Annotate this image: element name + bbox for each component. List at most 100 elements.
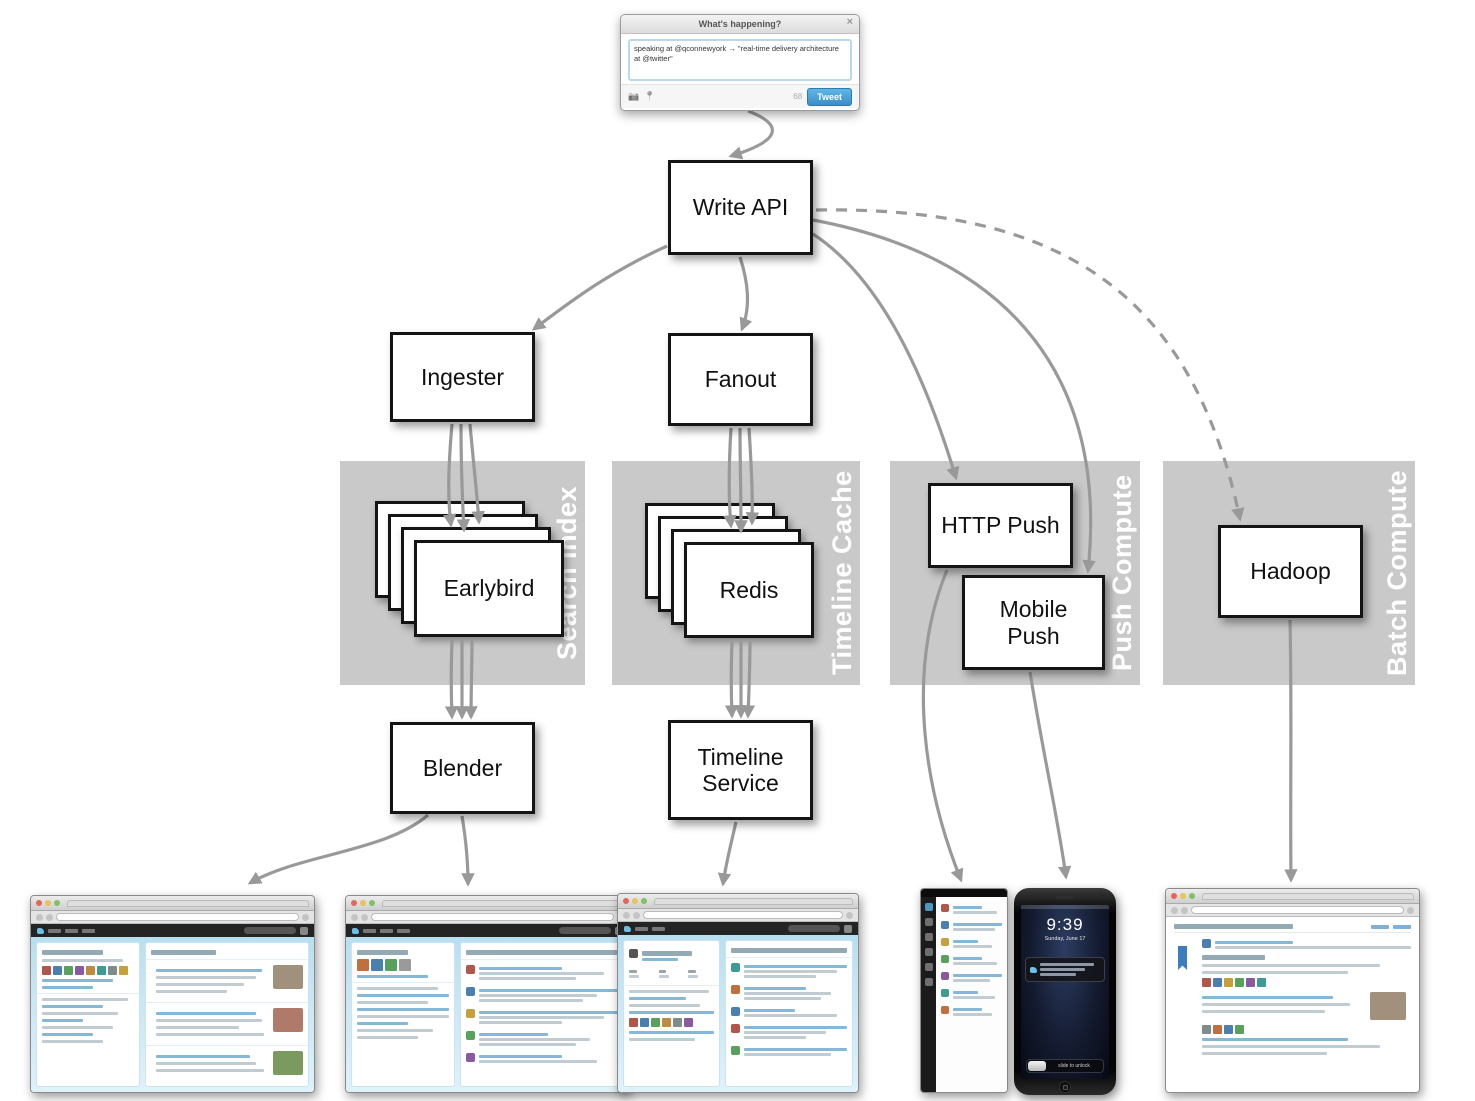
avatar-row (1202, 978, 1406, 987)
zone-label-timeline-cache: Timeline Cache (827, 470, 857, 676)
iphone-statusbar (1021, 905, 1109, 909)
tweet-row (465, 1009, 618, 1026)
tweet-button[interactable]: Tweet (807, 87, 852, 106)
tweet-row (465, 965, 618, 982)
results-panel (459, 942, 624, 1087)
tweets-panel (724, 940, 853, 1087)
ingester-label: Ingester (420, 363, 505, 390)
tweet-row (941, 1006, 1002, 1018)
twitter-bird-icon (624, 925, 631, 932)
tweet-row (730, 1046, 847, 1058)
left-sidebar (351, 942, 455, 1087)
camera-icon[interactable]: 📷 (628, 91, 640, 101)
arrow-writeapi-to-ingester (531, 244, 668, 331)
twitter-page (618, 935, 858, 1092)
mobile-push-label: Mobile Push (999, 596, 1068, 649)
arrow-blender-to-web1 (247, 813, 430, 885)
lockscreen-time: 9:39 (1046, 915, 1084, 934)
story-thumbnail (273, 1008, 303, 1032)
compose-toolbar: 📷 📍 68 Tweet (621, 84, 859, 108)
search-box (244, 927, 296, 934)
browser-addressbar (1166, 904, 1419, 917)
earlybird-cluster: Earlybird (375, 501, 565, 638)
redis-label: Redis (719, 576, 779, 603)
blender-node: Blender (390, 722, 535, 814)
story-item (151, 965, 303, 997)
browser-addressbar (346, 911, 629, 924)
close-window-icon (36, 900, 42, 906)
twitter-web-screenshot-2 (345, 895, 630, 1093)
arrow-mobilepush-to-iphone (1028, 671, 1072, 880)
browser-titlebar (346, 896, 629, 911)
story-thumbnail (273, 965, 303, 989)
twitter-page (346, 937, 629, 1092)
story-thumbnail (1370, 992, 1406, 1020)
tweet-row (941, 938, 1002, 950)
ingester-node: Ingester (390, 332, 535, 422)
twitter-topbar (31, 924, 314, 937)
arrow-compose-to-writeapi (728, 109, 774, 160)
mobile-nav-rail (921, 897, 936, 1092)
twitter-page (31, 937, 314, 1092)
blender-label: Blender (422, 754, 503, 781)
tweet-row (941, 955, 1002, 967)
digest-story (1202, 992, 1406, 1020)
avatar-grid (629, 1018, 714, 1027)
redis-cluster: Redis (645, 503, 817, 639)
arrow-writeapi-to-fanout (738, 256, 753, 332)
hadoop-label: Hadoop (1250, 558, 1331, 585)
twitter-topbar (618, 922, 858, 935)
forward-icon (46, 913, 53, 921)
earlybird-node: Earlybird (414, 540, 564, 637)
twitter-topbar (346, 924, 629, 937)
unlock-knob[interactable] (1028, 1061, 1046, 1071)
tweet-row (941, 921, 1002, 933)
twitter-digest-screenshot (1165, 888, 1420, 1093)
write-api-node: Write API (668, 160, 813, 255)
home-button[interactable] (1059, 1081, 1071, 1093)
story-item (151, 1051, 303, 1076)
close-icon[interactable]: × (846, 16, 853, 28)
earlybird-label: Earlybird (443, 575, 535, 601)
tweet-row (730, 985, 847, 1002)
arrow-blender-to-web2 (460, 815, 475, 887)
avatar-row (1202, 1025, 1406, 1034)
mobile-feed (936, 897, 1007, 1092)
digest-header (1174, 924, 1411, 933)
browser-addressbar (31, 911, 314, 924)
twitter-mobile-screenshot (920, 888, 1008, 1093)
follower-avatar-grid (42, 966, 134, 975)
mobile-push-node: Mobile Push (962, 575, 1105, 670)
lockscreen-date: Sunday, June 17 (1044, 936, 1086, 942)
tweet-compose-window: What's happening? × speaking at @qconnew… (620, 14, 860, 111)
compose-title: What's happening? (698, 19, 782, 29)
twitter-push-notification[interactable] (1025, 957, 1105, 982)
slide-to-unlock[interactable]: slide to unlock (1026, 1059, 1104, 1073)
compose-titlebar: What's happening? × (621, 15, 859, 34)
arrow-writeapi-to-httppush (812, 232, 960, 481)
fanout-label: Fanout (704, 366, 777, 393)
browser-addressbar (618, 909, 858, 922)
char-count: 68 (793, 92, 803, 101)
twitter-bird-icon (37, 927, 44, 934)
avatar (844, 924, 852, 933)
left-sidebar (36, 942, 140, 1087)
iphone-body: 9:39 Sunday, June 17 slide to unlock (1014, 888, 1116, 1095)
browser-tab (67, 899, 309, 907)
profile-panel (623, 940, 720, 1087)
fanout-node: Fanout (668, 333, 813, 426)
search-box (559, 927, 611, 934)
bookmark-ribbon (1178, 946, 1187, 970)
reload-icon (302, 913, 309, 921)
avatar (300, 926, 308, 935)
url-field (56, 913, 299, 921)
minimize-window-icon (45, 900, 51, 906)
location-pin-icon[interactable]: 📍 (644, 91, 656, 101)
browser-titlebar (1166, 889, 1419, 904)
tweet-input[interactable]: speaking at @qconnewyork → "real-time de… (628, 39, 852, 81)
iphone-speaker (1055, 896, 1075, 899)
zoom-window-icon (54, 900, 60, 906)
tweet-row (941, 904, 1002, 916)
http-push-node: HTTP Push (928, 483, 1073, 568)
tweet-row (465, 1053, 618, 1065)
